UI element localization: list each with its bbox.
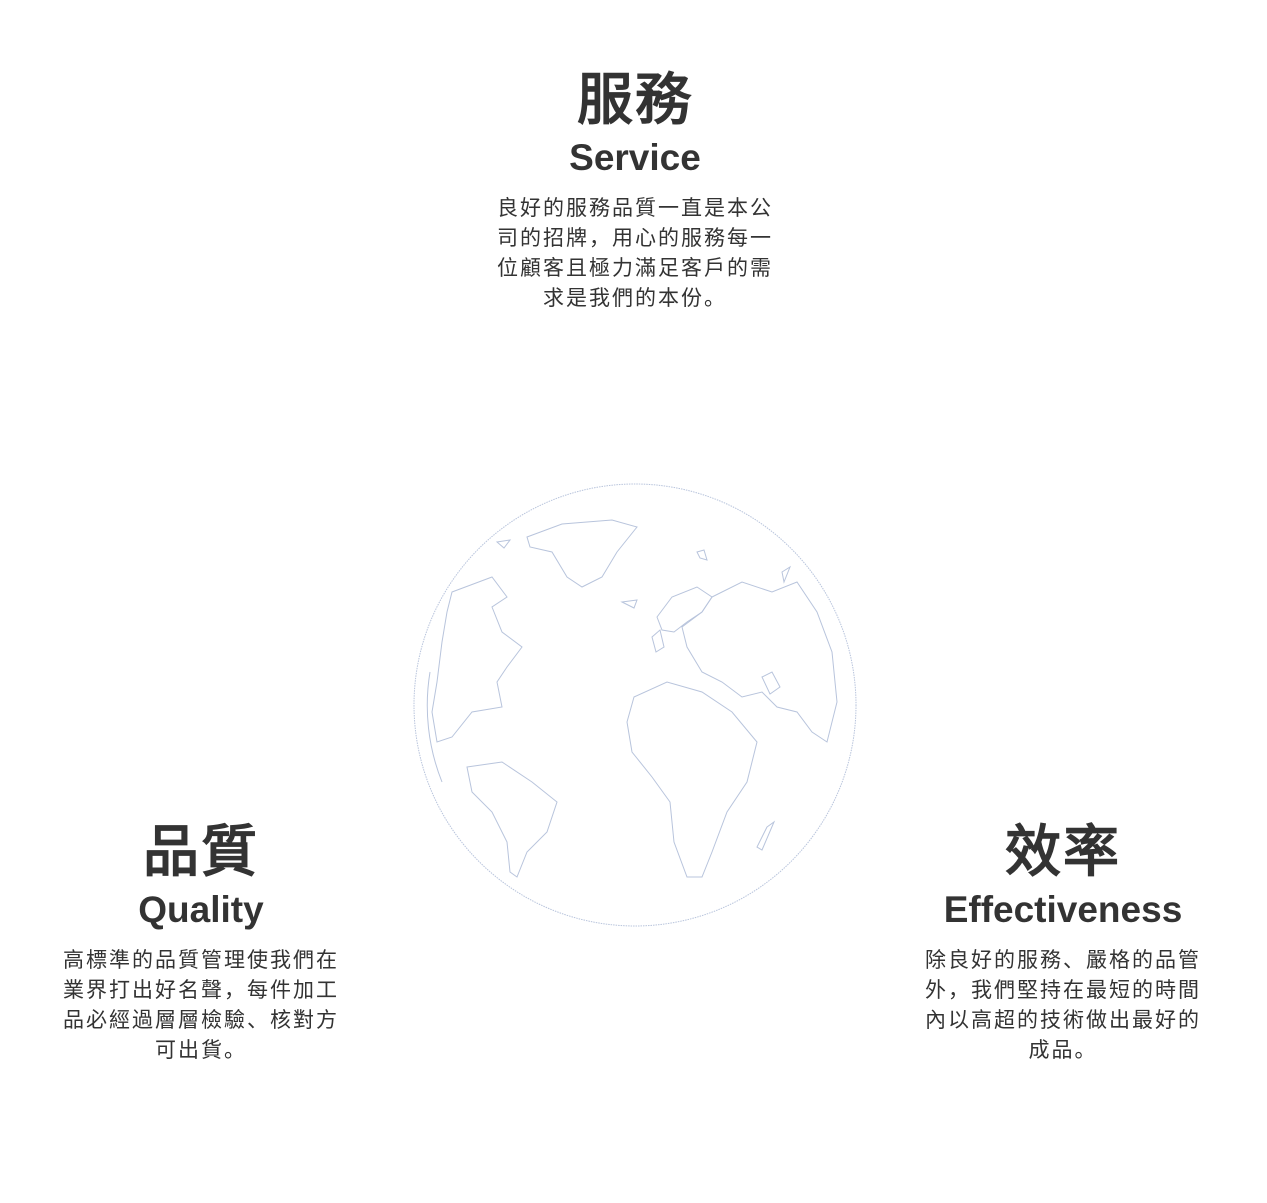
description-line: 高標準的品質管理使我們在 xyxy=(63,949,339,972)
description-line: 內以高超的技術做出最好的 xyxy=(925,1009,1201,1032)
north-america xyxy=(431,576,523,743)
description-line: 業界打出好名聲，每件加工 xyxy=(63,979,339,1002)
quality-section: 品質 Quality 高標準的品質管理使我們在 業界打出好名聲，每件加工 品必經… xyxy=(31,820,371,1066)
description-line: 司的招牌，用心的服務每一 xyxy=(497,227,773,250)
effectiveness-title-zh: 效率 xyxy=(1005,820,1121,883)
description-line: 求是我們的本份。 xyxy=(543,287,727,310)
quality-title-en: Quality xyxy=(138,889,264,930)
effectiveness-section: 效率 Effectiveness 除良好的服務、嚴格的品管 外，我們堅持在最短的… xyxy=(893,820,1233,1066)
description-line: 成品。 xyxy=(1028,1039,1098,1062)
madagascar xyxy=(756,820,776,851)
asia xyxy=(681,581,838,743)
description-line: 品必經過層層檢驗、核對方 xyxy=(63,1009,339,1032)
description-line: 除良好的服務、嚴格的品管 xyxy=(925,949,1201,972)
service-section: 服務 Service 良好的服務品質一直是本公 司的招牌，用心的服務每一 位顧客… xyxy=(465,68,805,314)
service-title-en: Service xyxy=(569,137,701,178)
greenland xyxy=(526,519,638,588)
south-america xyxy=(466,761,558,878)
description-line: 位顧客且極力滿足客戶的需 xyxy=(497,257,773,280)
description-line: 良好的服務品質一直是本公 xyxy=(497,197,773,220)
effectiveness-description: 除良好的服務、嚴格的品管 外，我們堅持在最短的時間 內以高超的技術做出最好的 成… xyxy=(893,946,1233,1066)
description-line: 可出貨。 xyxy=(155,1039,247,1062)
africa xyxy=(626,681,758,878)
quality-description: 高標準的品質管理使我們在 業界打出好名聲，每件加工 品必經過層層檢驗、核對方 可… xyxy=(31,946,371,1066)
description-line: 外，我們堅持在最短的時間 xyxy=(925,979,1201,1002)
globe-icon xyxy=(413,483,857,927)
effectiveness-title-en: Effectiveness xyxy=(943,889,1183,930)
service-title-zh: 服務 xyxy=(577,68,693,131)
service-description: 良好的服務品質一直是本公 司的招牌，用心的服務每一 位顧客且極力滿足客戶的需 求… xyxy=(465,194,805,314)
quality-title-zh: 品質 xyxy=(143,820,259,883)
